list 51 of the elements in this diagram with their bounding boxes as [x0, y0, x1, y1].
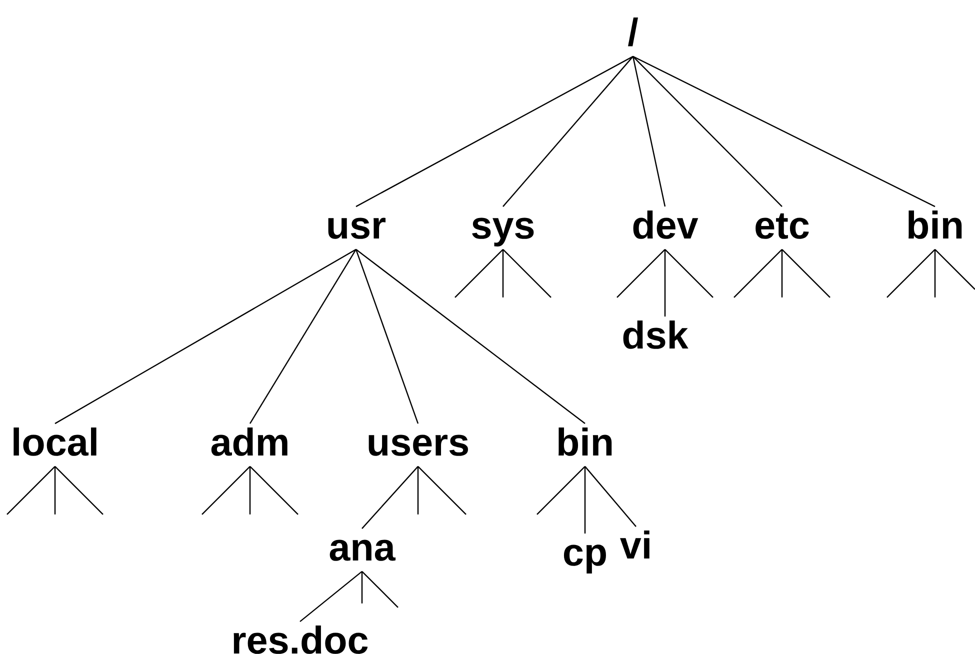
directory-label: users [368, 434, 468, 456]
directory-label: cp [564, 544, 606, 574]
branch-line [361, 571, 363, 604]
branch-line [417, 466, 419, 514]
directory-label: res.doc [234, 626, 368, 654]
branch-line [355, 249, 419, 424]
directory-label: bin [558, 428, 612, 456]
branch-line [362, 466, 418, 529]
directory-label: local [14, 428, 96, 456]
branch-line [250, 466, 298, 515]
branch-line [584, 466, 636, 527]
branch-line [584, 466, 586, 534]
branch-line [934, 249, 975, 290]
branch-line [781, 249, 783, 298]
branch-line [54, 466, 56, 514]
branch-line [54, 248, 356, 424]
directory-label: / [628, 18, 638, 46]
branch-line [6, 466, 56, 515]
directory-label: sys [472, 218, 534, 247]
branch-line [202, 466, 250, 515]
directory-label: bin [908, 210, 962, 239]
branch-line [616, 249, 666, 298]
branch-line [454, 249, 504, 298]
branch-line [632, 56, 782, 207]
branch-line [502, 249, 552, 298]
directory-label: dev [633, 210, 698, 239]
branch-line [934, 249, 936, 298]
branch-line [356, 248, 586, 424]
directory-label: vi [620, 530, 650, 559]
branch-line [249, 466, 251, 514]
directory-label: etc [756, 213, 809, 239]
branch-line [536, 466, 586, 515]
branch-line [664, 249, 666, 317]
directory-label: ana [330, 540, 396, 561]
branch-line [54, 466, 104, 515]
directory-label: adm [211, 428, 288, 456]
branch-line [502, 56, 634, 207]
branch-line [356, 56, 634, 208]
branch-line [300, 570, 362, 622]
branch-line [418, 466, 466, 515]
directory-label: usr [328, 218, 386, 239]
branch-line [782, 249, 830, 298]
branch-line [886, 249, 936, 298]
directory-label: dsk [623, 320, 688, 349]
branch-line [502, 249, 504, 298]
branch-line [664, 249, 714, 298]
branch-line [632, 56, 666, 207]
branch-line [734, 249, 782, 298]
branch-line [362, 571, 398, 608]
branch-line [249, 249, 357, 424]
branch-line [632, 56, 936, 208]
